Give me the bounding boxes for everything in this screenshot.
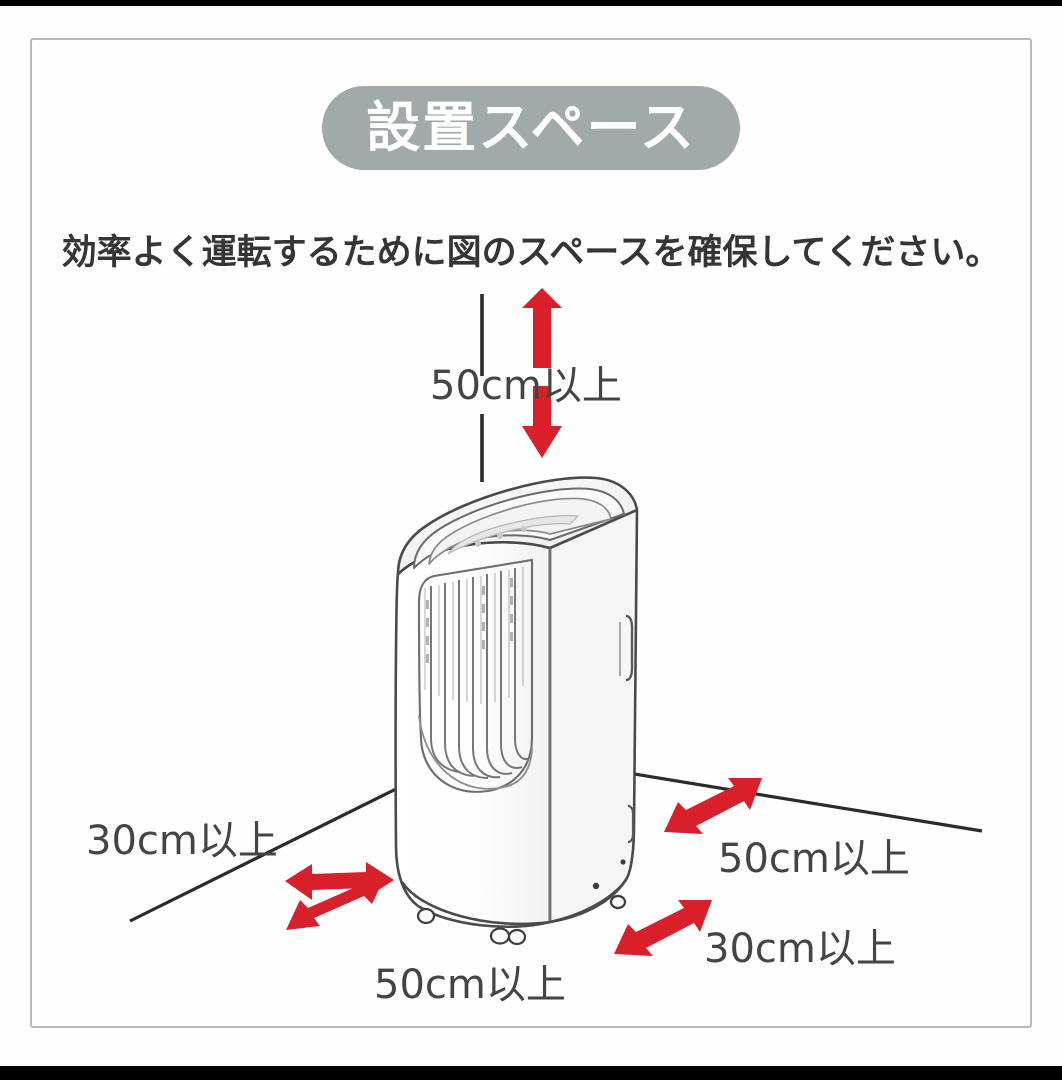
image-canvas: 設置スペース 効率よく運転するために図のスペースを確保してください。 — [0, 6, 1062, 1066]
clearance-label-right-front: 30cm以上 — [704, 926, 896, 972]
clearance-arrow-top — [522, 288, 562, 458]
letterbox-band-top — [0, 0, 1062, 6]
clearance-arrow-right-front — [614, 900, 712, 956]
section-title-text: 設置スペース — [366, 96, 696, 159]
instruction-text: 効率よく運転するために図のスペースを確保してください。 — [61, 233, 1001, 273]
clearance-arrow-front — [286, 874, 386, 930]
clearance-arrow-right-rear — [664, 778, 762, 834]
caster-wheels — [416, 894, 627, 946]
floor-line-left — [129, 786, 399, 923]
clearance-label-front: 50cm以上 — [374, 962, 566, 1008]
clearance-label-left-rear: 30cm以上 — [86, 818, 278, 864]
section-title-pill: 設置スペース — [322, 86, 740, 170]
clearance-diagram: 50cm以上 — [30, 286, 1032, 1026]
clearance-label-right-rear: 50cm以上 — [718, 836, 910, 882]
floor-line-right — [621, 770, 983, 833]
air-conditioner-unit — [394, 476, 639, 946]
letterbox-band-bottom — [0, 1066, 1062, 1080]
clearance-label-top: 50cm以上 — [430, 363, 622, 409]
